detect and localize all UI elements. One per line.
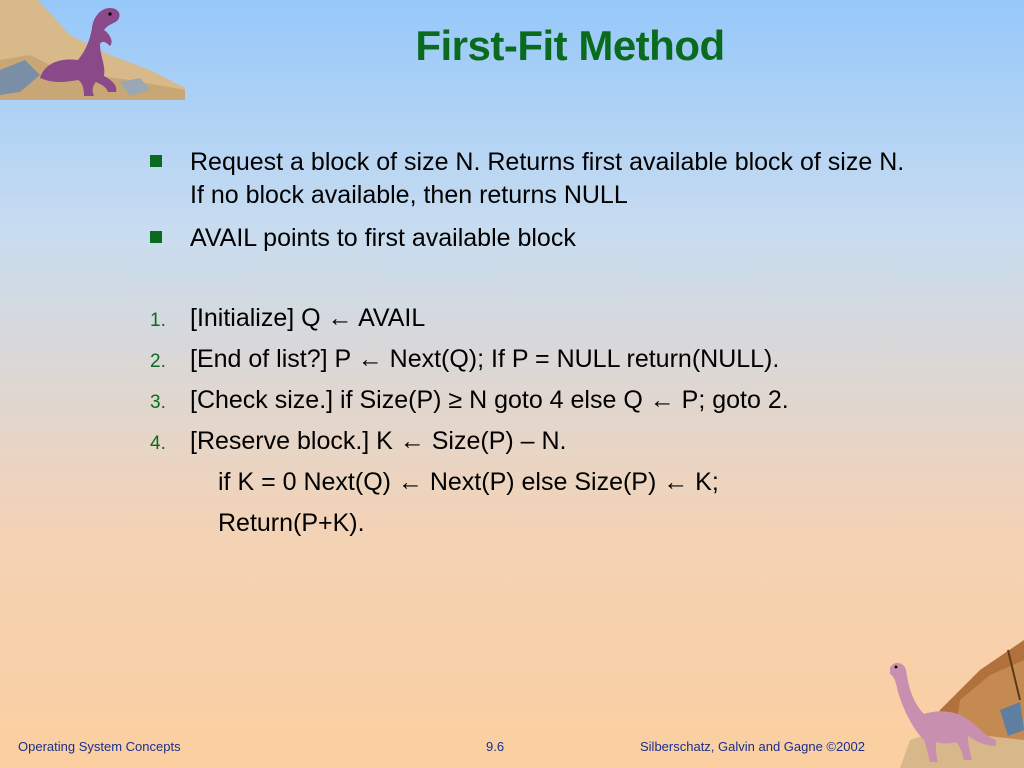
step-continuation: if K = 0 Next(Q) ← Next(P) else Size(P) … (218, 468, 719, 496)
step-text: [End of list?] P ← Next(Q); If P = NULL … (190, 345, 780, 373)
footer-course-title: Operating System Concepts (18, 739, 181, 754)
bullet-text: AVAIL points to first available block (190, 224, 576, 252)
dinosaur-longneck-icon (890, 640, 1024, 768)
step-text: [Initialize] Q ← AVAIL (190, 304, 426, 332)
page-title: First-Fit Method (415, 22, 725, 69)
step-text: [Reserve block.] K ← Size(P) – N. (190, 427, 567, 455)
step-item: 2. [End of list?] P ← Next(Q); If P = NU… (150, 343, 950, 376)
bullet-list: Request a block of size N. Returns first… (150, 146, 910, 265)
step-continuation: Return(P+K). (218, 509, 365, 537)
step-item: 3. [Check size.] if Size(P) ≥ N goto 4 e… (150, 384, 950, 417)
bullet-text: Request a block of size N. Returns first… (190, 148, 905, 209)
footer-page-number: 9.6 (486, 739, 505, 754)
bullet-item: AVAIL points to first available block (150, 222, 910, 255)
step-item: 4. [Reserve block.] K ← Size(P) – N. (150, 425, 950, 458)
step-text: [Check size.] if Size(P) ≥ N goto 4 else… (190, 386, 789, 414)
footer-copyright: Silberschatz, Galvin and Gagne ©2002 (640, 739, 865, 754)
step-number: 3. (150, 392, 166, 413)
square-bullet-icon (150, 231, 162, 243)
step-number: 4. (150, 433, 166, 454)
square-bullet-icon (150, 155, 162, 167)
bullet-item: Request a block of size N. Returns first… (150, 146, 910, 212)
dinosaur-trex-icon (0, 0, 185, 100)
step-number: 1. (150, 310, 166, 331)
step-list: 1. [Initialize] Q ← AVAIL 2. [End of lis… (150, 302, 950, 548)
step-number: 2. (150, 351, 166, 372)
step-item: 1. [Initialize] Q ← AVAIL (150, 302, 950, 335)
